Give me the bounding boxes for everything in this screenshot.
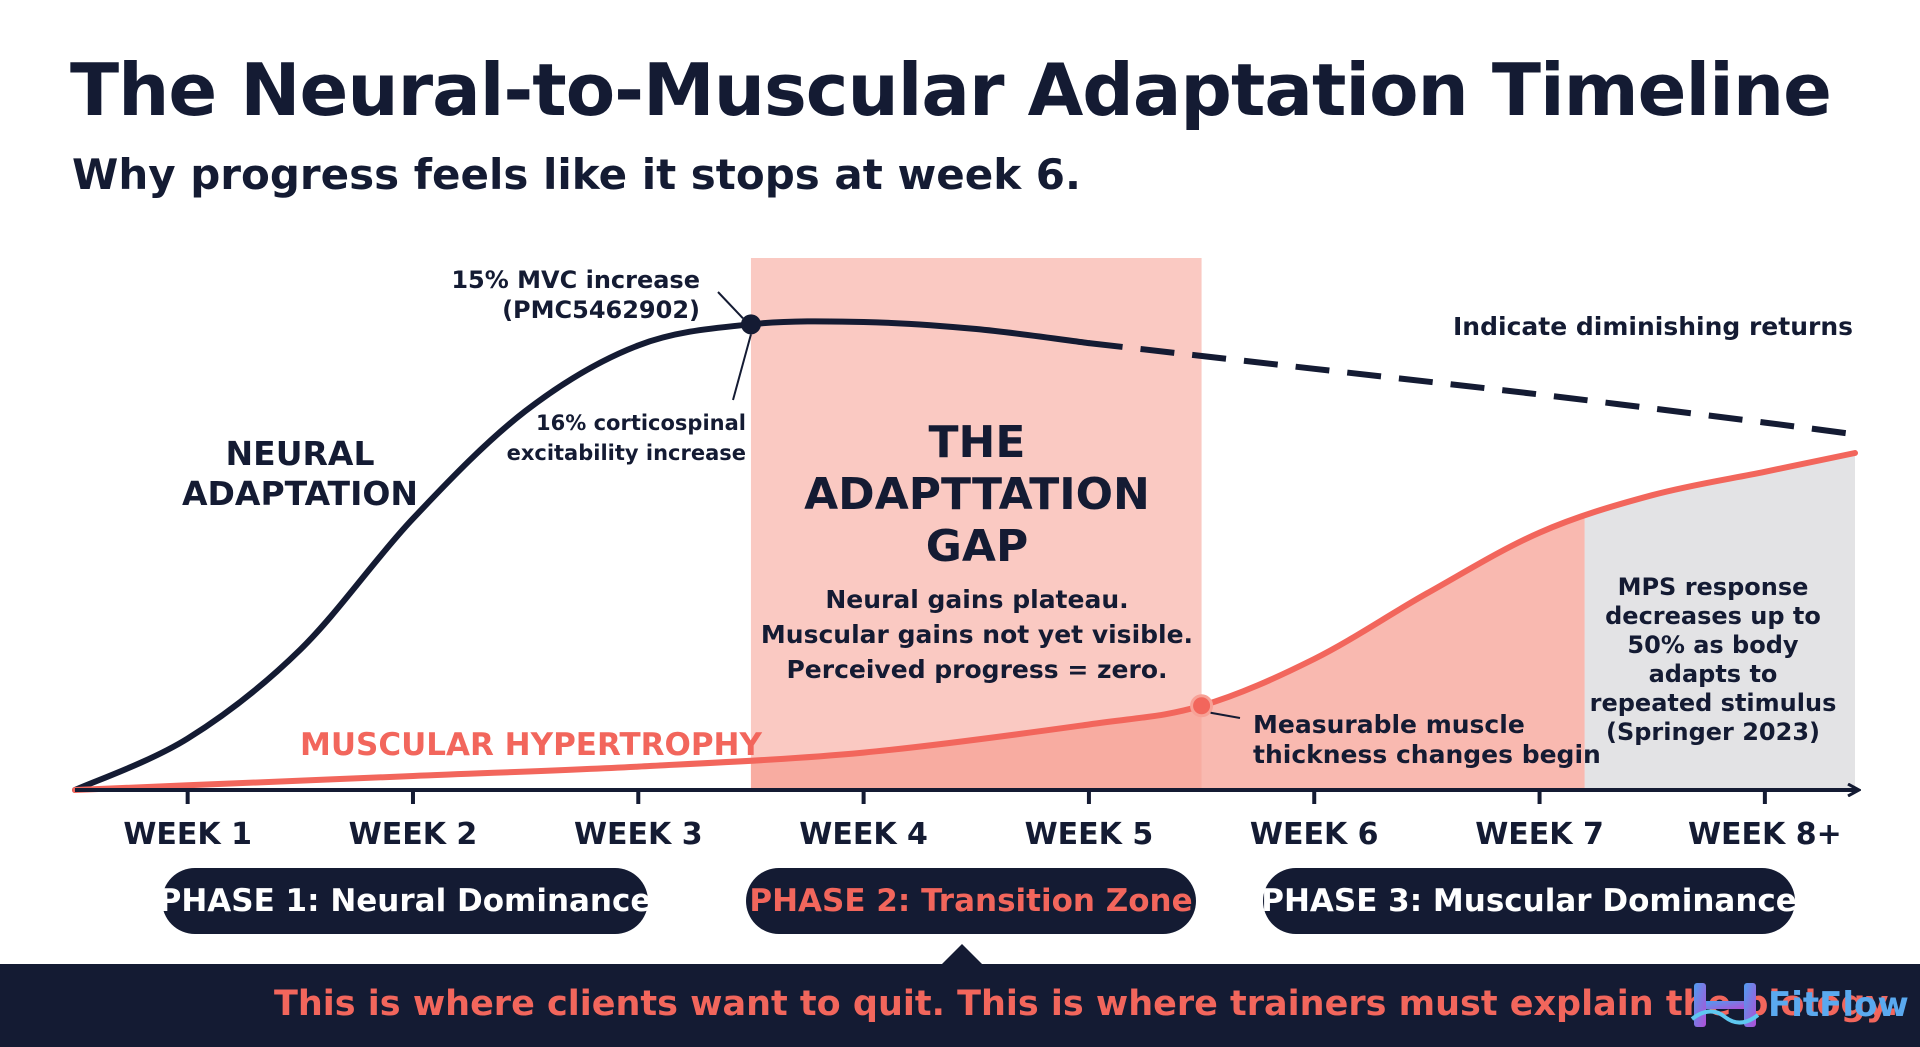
late-stage-region bbox=[1584, 453, 1855, 790]
footer-banner bbox=[0, 964, 1920, 1047]
x-tick-label: WEEK 6 bbox=[1250, 817, 1379, 852]
neural-adaptation-line bbox=[72, 318, 1092, 793]
footer-notch bbox=[940, 944, 984, 966]
cortico-leader-line bbox=[732, 334, 752, 401]
neural-projection-dashed-line bbox=[1088, 340, 1856, 438]
hypertrophy-area-fill bbox=[750, 517, 1585, 790]
muscle-thickness-point bbox=[1190, 694, 1214, 718]
muscular-hypertrophy-line bbox=[72, 450, 1858, 793]
muscular-hypertrophy-label: MUSCULAR HYPERTROPHY bbox=[300, 727, 762, 763]
phase-1-pill: PHASE 1: Neural Dominance bbox=[159, 868, 651, 934]
phase-3-label: PHASE 3: Muscular Dominance bbox=[1261, 883, 1797, 919]
page-subtitle: Why progress feels like it stops at week… bbox=[72, 150, 1081, 199]
x-tick-label: WEEK 7 bbox=[1475, 817, 1604, 852]
thickness-leader-line bbox=[1210, 711, 1241, 719]
diminishing-returns-annotation: Indicate diminishing returns bbox=[1453, 312, 1853, 341]
adaptation-gap-text: Neural gains plateau.Muscular gains not … bbox=[761, 585, 1193, 684]
mvc-leader-line bbox=[717, 291, 744, 320]
x-tick-label: WEEK 1 bbox=[123, 817, 252, 852]
footer-message: This is where clients want to quit. This… bbox=[274, 984, 1899, 1024]
phase-2-label: PHASE 2: Transition Zone bbox=[749, 883, 1193, 919]
x-tick-label: WEEK 8+ bbox=[1688, 817, 1842, 852]
neural-peak-point bbox=[740, 314, 761, 335]
adaptation-chart: WEEK 1 WEEK 2 WEEK 3 WEEK 4 WEEK 5 WEEK 6 WEEK… bbox=[72, 258, 1920, 852]
mvc-annotation: 15% MVC increase(PMC5462902) bbox=[451, 266, 700, 324]
fitflow-logo: FitFlow bbox=[1690, 972, 1909, 1038]
phase-1-label: PHASE 1: Neural Dominance bbox=[158, 883, 652, 919]
logo-text: FitFlow bbox=[1768, 985, 1909, 1025]
x-tick-label: WEEK 4 bbox=[799, 817, 928, 852]
dumbbell-icon bbox=[1690, 983, 1760, 1027]
page-title: The Neural-to-Muscular Adaptation Timeli… bbox=[70, 48, 1832, 132]
adaptation-gap-region bbox=[750, 258, 1202, 790]
x-tick-label: WEEK 2 bbox=[349, 817, 478, 852]
phase-3-pill: PHASE 3: Muscular Dominance bbox=[1261, 868, 1797, 934]
phase-2-pill: PHASE 2: Transition Zone bbox=[746, 868, 1196, 934]
x-tick-label: WEEK 3 bbox=[574, 817, 703, 852]
x-tick-label: WEEK 5 bbox=[1025, 817, 1154, 852]
